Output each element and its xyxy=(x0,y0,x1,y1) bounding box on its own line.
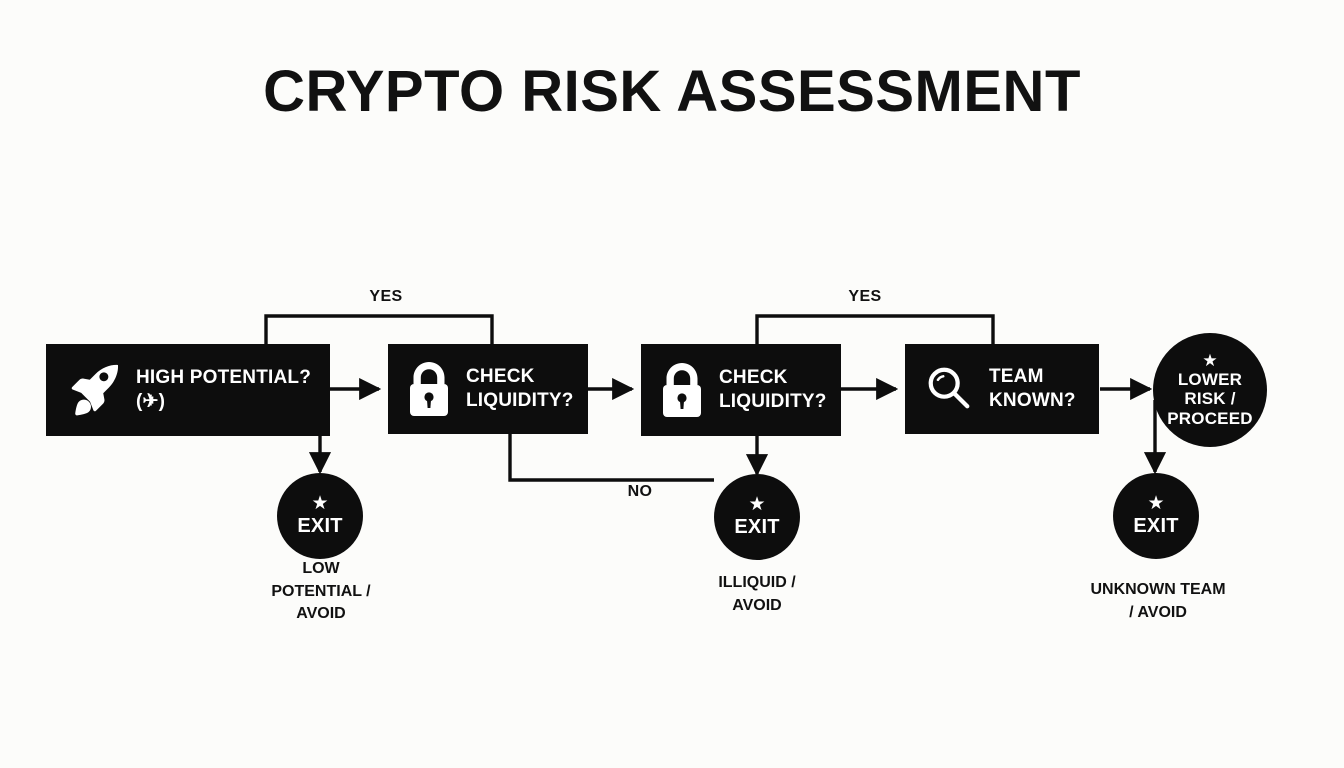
caption-exit-2: ILLIQUID / AVOID xyxy=(718,574,796,614)
node-label-check-liquidity-2: CHECK LIQUIDITY? xyxy=(719,366,827,412)
caption-exit-1: LOW POTENTIAL / AVOID xyxy=(271,560,371,623)
edge-label-yes-2: YES xyxy=(848,288,882,305)
node-label-lower-risk: LOWER RISK / PROCEED xyxy=(1167,370,1253,428)
node-label-check-liquidity-1: CHECK LIQUIDITY? xyxy=(466,365,574,411)
node-lower-risk-proceed[interactable]: ★ LOWER RISK / PROCEED xyxy=(1153,333,1267,447)
node-check-liquidity-1[interactable]: CHECK LIQUIDITY? xyxy=(388,344,588,434)
node-team-known[interactable]: TEAM KNOWN? xyxy=(905,344,1099,434)
node-check-liquidity-2[interactable]: CHECK LIQUIDITY? xyxy=(641,344,841,436)
node-exit-2[interactable]: ★ EXIT xyxy=(714,474,800,560)
star-icon: ★ xyxy=(311,493,329,515)
node-label-exit-1: EXIT xyxy=(297,515,343,538)
node-label-high-potential: HIGH POTENTIAL? (✈) xyxy=(136,366,312,412)
edge-yes-1 xyxy=(264,314,494,344)
node-label-team-known: TEAM KNOWN? xyxy=(989,365,1076,411)
magnifier-icon xyxy=(921,359,977,419)
edge-no-1 xyxy=(508,434,714,482)
star-icon: ★ xyxy=(1202,351,1218,371)
node-exit-3[interactable]: ★ EXIT xyxy=(1113,473,1199,559)
lock-icon xyxy=(655,359,709,421)
node-exit-1[interactable]: ★ EXIT xyxy=(277,473,363,559)
edge-label-no-1: NO xyxy=(627,483,653,500)
rocket-icon xyxy=(60,355,130,425)
node-label-exit-3: EXIT xyxy=(1133,515,1179,538)
lock-icon xyxy=(402,358,456,420)
node-label-exit-2: EXIT xyxy=(734,516,780,539)
star-icon: ★ xyxy=(1147,493,1165,515)
caption-exit-3: UNKNOWN TEAM / AVOID xyxy=(1090,581,1226,621)
star-icon: ★ xyxy=(748,494,766,516)
edge-yes-2 xyxy=(755,314,995,344)
edge-label-yes-1: YES xyxy=(369,288,403,305)
node-high-potential[interactable]: HIGH POTENTIAL? (✈) xyxy=(46,344,330,436)
page-title: CRYPTO RISK ASSESSMENT xyxy=(263,59,1081,124)
